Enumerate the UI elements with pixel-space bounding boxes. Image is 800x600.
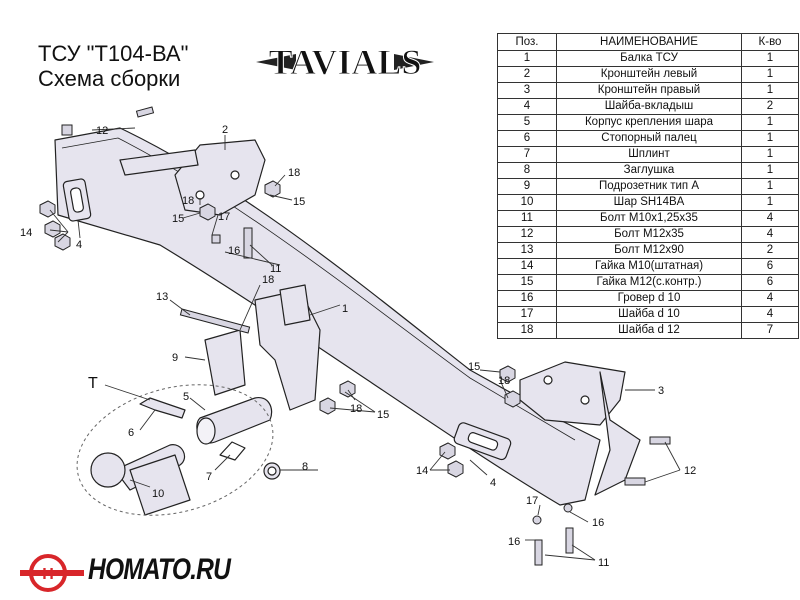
callout-label: 10 [152,488,164,500]
callout-label: 11 [270,263,281,275]
callout-label: 18 [262,274,274,286]
callout-label: 1 [342,303,348,315]
detail-marker: T [88,375,98,392]
callout-label: 4 [490,477,496,489]
pos-cell: 15 [497,274,557,291]
parts-table-header: Поз. НАИМЕНОВАНИЕ К-во [497,33,799,51]
callout-label: 16 [592,517,604,529]
bolt-m12x90 [179,308,251,334]
logo-text: TAVIALS [269,42,422,82]
diagram-subtitle: Схема сборки [38,66,181,91]
callout-label: 8 [302,461,308,473]
callout-label: 17 [526,495,538,507]
callout-label: 18 [182,195,194,207]
callout-label: 18 [350,403,362,415]
name-cell: Шар SH14BA [556,194,742,211]
name-cell: Шайба d 12 [556,322,742,339]
callout-label-extra: 16 [508,536,520,548]
callout-label: 7 [206,471,212,483]
callout-label: 15 [377,409,389,421]
pos-cell: 18 [497,322,557,339]
name-cell: Корпус крепления шара [556,114,742,131]
detail-circle [76,384,274,516]
callout-label: 15 [172,213,184,225]
homato-logo: H [20,554,84,592]
callout-label: 3 [658,385,664,397]
callout-label: 14 [20,227,32,239]
cotter-pin [219,441,246,461]
callout-label: 6 [128,427,134,439]
header-name: НАИМЕНОВАНИЕ [556,33,742,51]
callout-label: 4 [76,239,82,251]
qty-cell: 7 [741,322,799,339]
name-cell: Подрозетник тип А [556,178,742,195]
callout-label: 18 [498,375,510,387]
callout-label: 11 [598,557,609,569]
callout-label: 2 [222,124,228,136]
name-cell: Гайка М10(штатная) [556,258,742,275]
beam [54,127,601,506]
name-cell: Болт М12х35 [556,226,742,243]
pos-cell: 13 [497,242,557,259]
svg-text:H: H [42,566,54,583]
name-cell: Шайба d 10 [556,306,742,323]
nut [39,200,56,218]
callout-label: 17 [218,211,230,223]
callout-label: 9 [172,352,178,364]
tow-ball [90,452,126,488]
callout-label: 5 [183,391,189,403]
socket-bracket [204,329,246,396]
callout-label: 12 [96,125,108,137]
diagram-title: ТСУ "Т104-ВА" [38,41,189,66]
callout-label: 15 [293,196,305,208]
tavials-logo: TAVIALS [256,42,434,83]
callout-label: 18 [288,167,300,179]
locking-pin [139,397,186,419]
callout-label: 16 [228,245,240,257]
name-cell: Заглушка [556,162,742,179]
callout-label: 12 [684,465,696,477]
watermark-text: HOMATO.RU [88,553,231,586]
name-cell: Кронштейн правый [556,82,742,99]
callout-label: 15 [468,361,480,373]
callout-label: 13 [156,291,168,303]
callout-label: 14 [416,465,428,477]
